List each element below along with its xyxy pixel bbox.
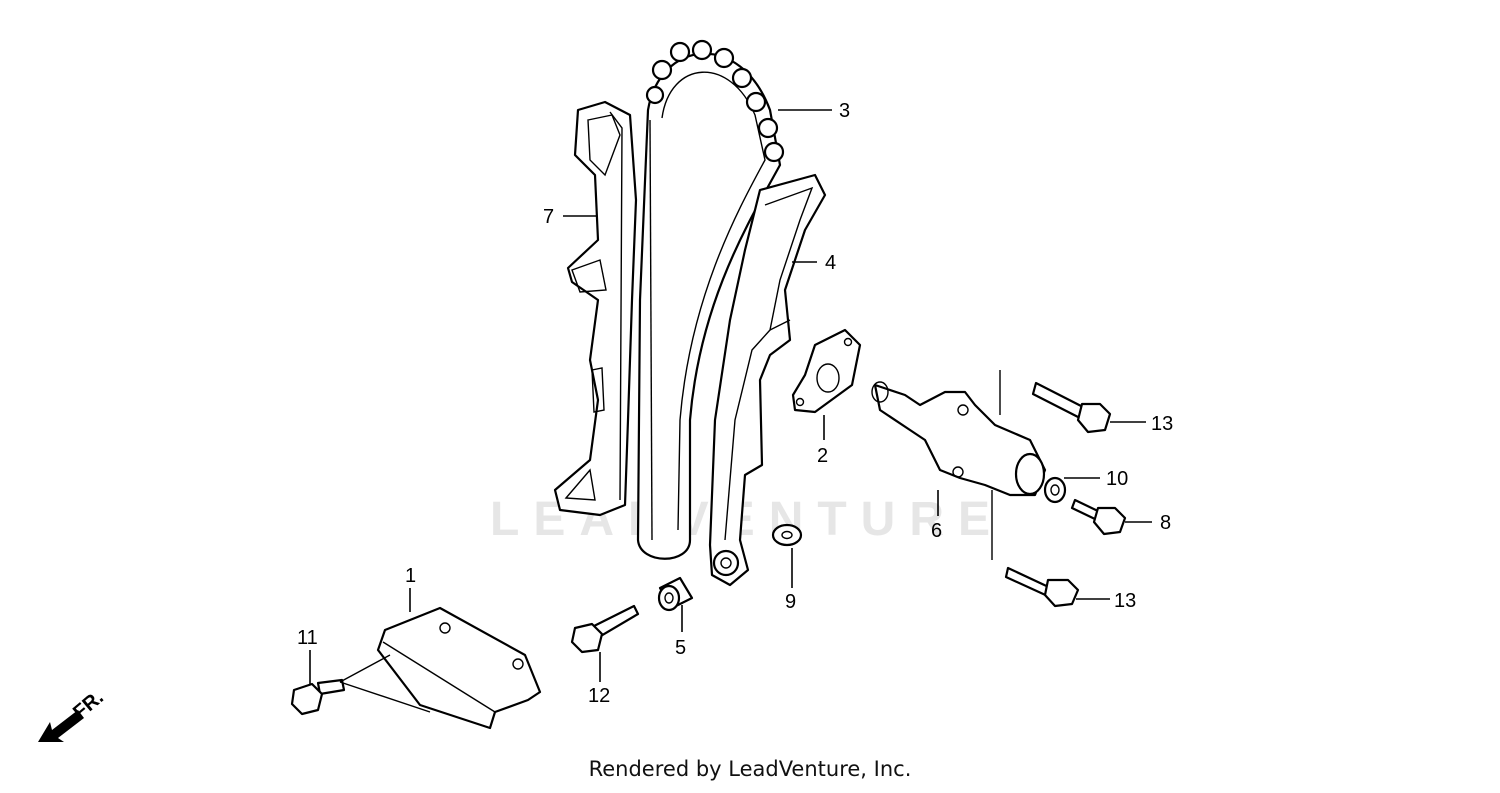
bolt-11-part — [290, 654, 431, 716]
bolt-13-lower-part — [991, 490, 1080, 608]
bolt-13-upper-part — [999, 370, 1112, 434]
callout-5: 5 — [675, 637, 686, 659]
leader-lines — [309, 109, 1152, 684]
washer-10-part — [1043, 476, 1067, 504]
bolt-8-part — [1070, 498, 1127, 536]
callout-13-upper: 13 — [1151, 413, 1173, 435]
chain-links — [645, 39, 785, 163]
bolt-12-part — [570, 604, 640, 654]
callout-12: 12 — [588, 685, 610, 707]
callout-11: 11 — [297, 627, 318, 649]
callout-3: 3 — [839, 100, 850, 122]
guide-plate-part — [376, 606, 542, 730]
callout-10: 10 — [1106, 468, 1128, 490]
front-direction-arrow: FR. — [38, 686, 108, 742]
callout-8: 8 — [1160, 512, 1171, 534]
collar-5-part — [657, 576, 694, 612]
callout-9: 9 — [785, 591, 796, 613]
callout-4: 4 — [825, 252, 836, 274]
callout-1: 1 — [405, 565, 416, 587]
cam-chain-part — [636, 39, 785, 560]
callout-6: 6 — [931, 520, 942, 542]
tensioner-slipper-part — [708, 173, 827, 587]
washer-9-part — [771, 523, 803, 547]
callout-7: 7 — [543, 206, 554, 228]
gasket-part — [791, 328, 862, 414]
footer-credit: Rendered by LeadVenture, Inc. — [588, 757, 912, 781]
callout-2: 2 — [817, 445, 828, 467]
chain-guide-part — [553, 100, 638, 517]
callout-13-lower: 13 — [1114, 590, 1136, 612]
tensioner-lifter-part — [871, 381, 1047, 497]
